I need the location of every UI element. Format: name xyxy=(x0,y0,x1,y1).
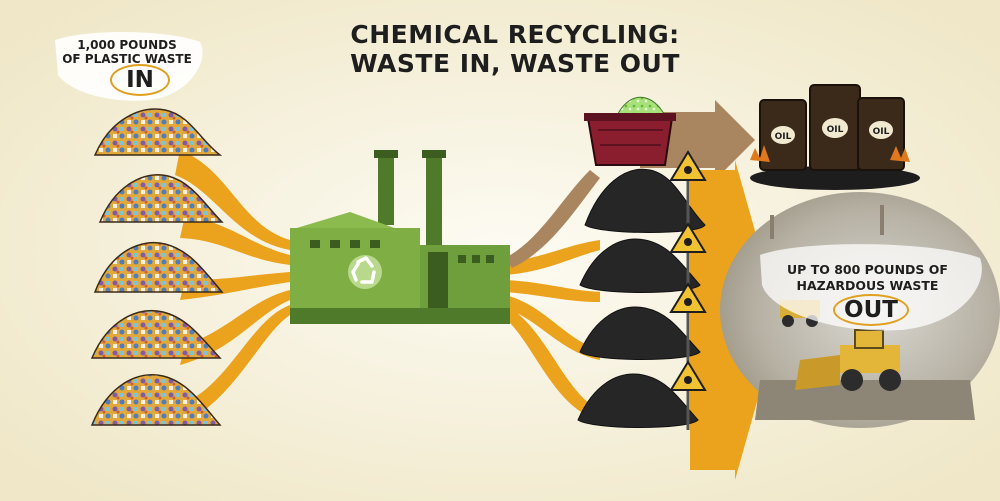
hazard-signs xyxy=(669,150,707,430)
barrel-label: OIL xyxy=(775,132,792,142)
output-label: UP TO 800 POUNDS OF HAZARDOUS WASTE xyxy=(755,262,980,294)
out-label-backdrop xyxy=(760,244,982,331)
barrel-label: OIL xyxy=(827,125,844,135)
plastic-piles xyxy=(90,108,224,426)
sludge-pile xyxy=(577,373,699,428)
oil-flow xyxy=(505,170,600,268)
page-title: CHEMICAL RECYCLING: WASTE IN, WASTE OUT xyxy=(300,20,730,78)
plastic-pile xyxy=(90,309,222,359)
pellet-bin xyxy=(584,96,676,166)
bulldozer-icon xyxy=(795,329,901,391)
factory xyxy=(290,150,510,324)
title-line-1: CHEMICAL RECYCLING: xyxy=(350,20,680,49)
plastic-pile xyxy=(93,108,223,156)
input-label: 1,000 POUNDS OF PLASTIC WASTE xyxy=(62,38,192,66)
input-word: IN xyxy=(110,64,170,96)
input-label-line-1: 1,000 POUNDS xyxy=(77,38,177,52)
barrel-label: OIL xyxy=(873,127,890,137)
output-label-line-2: HAZARDOUS WASTE xyxy=(796,278,939,293)
input-label-line-2: OF PLASTIC WASTE xyxy=(62,52,192,66)
output-label-line-1: UP TO 800 POUNDS OF xyxy=(787,262,948,277)
plastic-pile xyxy=(93,241,224,293)
title-line-2: WASTE IN, WASTE OUT xyxy=(350,49,680,78)
plastic-pile xyxy=(98,174,224,223)
output-flows xyxy=(505,240,600,420)
oil-barrels: OIL OIL OIL xyxy=(750,84,920,190)
recycle-icon xyxy=(348,255,382,289)
plastic-pile xyxy=(90,374,222,426)
sludge-pile xyxy=(579,306,701,360)
sludge-pile xyxy=(584,168,706,233)
input-flows xyxy=(175,150,290,425)
skull-crossbones-icon xyxy=(669,360,707,430)
output-word: OUT xyxy=(833,294,909,326)
sludge-piles xyxy=(577,168,706,428)
skull-crossbones-icon xyxy=(669,150,707,250)
